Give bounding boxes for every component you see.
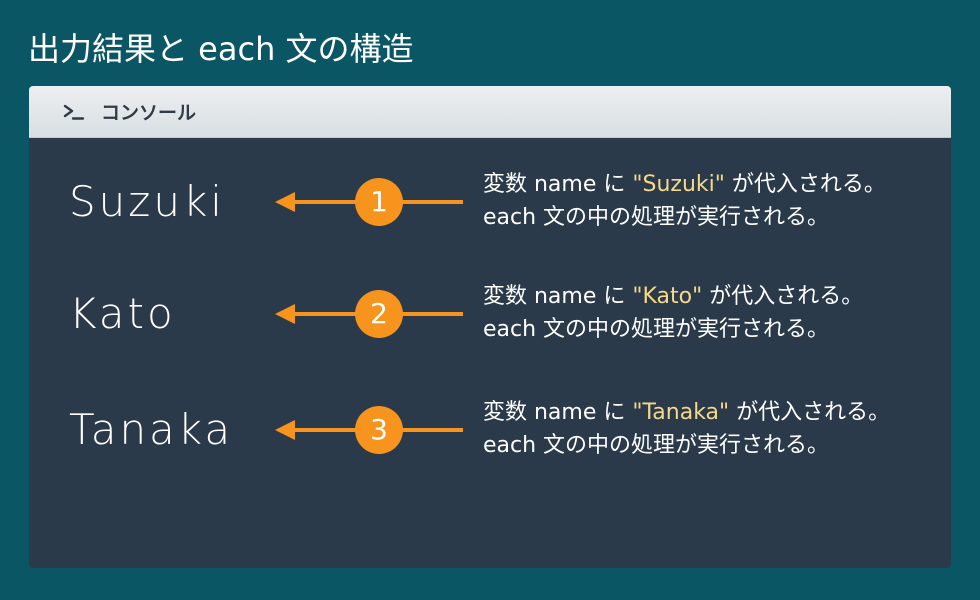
- output-text: Kato: [69, 289, 176, 338]
- arrow-head-icon: [275, 192, 295, 212]
- description-line-1: 変数 name に "Kato" が代入される。: [483, 280, 951, 313]
- terminal-prompt-icon: [63, 103, 85, 121]
- step-badge: 2: [355, 290, 403, 338]
- desc-suffix: が代入される。: [724, 172, 886, 197]
- step-badge: 3: [355, 406, 403, 454]
- step-badge: 1: [355, 178, 403, 226]
- description-line-1: 変数 name に "Suzuki" が代入される。: [483, 168, 951, 201]
- desc-prefix: 変数 name に: [483, 284, 633, 309]
- output-row-1: Suzuki 1 変数 name に "Suzuki" が代入される。 each…: [29, 162, 951, 242]
- description-line-2: each 文の中の処理が実行される。: [483, 317, 830, 342]
- step-description: 変数 name に "Tanaka" が代入される。 each 文の中の処理が実…: [483, 396, 951, 462]
- output-text: Suzuki: [69, 177, 225, 226]
- page-title: 出力結果と each 文の構造: [28, 30, 414, 68]
- console-title: コンソール: [101, 102, 197, 124]
- description-line-2: each 文の中の処理が実行される。: [483, 433, 830, 458]
- desc-suffix: が代入される。: [729, 400, 891, 425]
- desc-prefix: 変数 name に: [483, 400, 633, 425]
- desc-suffix: が代入される。: [702, 284, 864, 309]
- console-header: コンソール: [29, 86, 951, 138]
- description-line-2: each 文の中の処理が実行される。: [483, 205, 830, 230]
- desc-prefix: 変数 name に: [483, 172, 633, 197]
- step-description: 変数 name に "Suzuki" が代入される。 each 文の中の処理が実…: [483, 168, 951, 234]
- step-description: 変数 name に "Kato" が代入される。 each 文の中の処理が実行さ…: [483, 280, 951, 346]
- arrow-head-icon: [275, 420, 295, 440]
- description-line-1: 変数 name に "Tanaka" が代入される。: [483, 396, 951, 429]
- output-text: Tanaka: [69, 405, 234, 454]
- output-row-2: Kato 2 変数 name に "Kato" が代入される。 each 文の中…: [29, 274, 951, 354]
- console-panel: コンソール Suzuki 1 変数 name に "Suzuki" が代入される…: [29, 86, 951, 568]
- desc-string-literal: "Kato": [632, 284, 703, 309]
- desc-string-literal: "Suzuki": [632, 172, 725, 197]
- arrow-head-icon: [275, 304, 295, 324]
- output-row-3: Tanaka 3 変数 name に "Tanaka" が代入される。 each…: [29, 390, 951, 470]
- desc-string-literal: "Tanaka": [632, 400, 730, 425]
